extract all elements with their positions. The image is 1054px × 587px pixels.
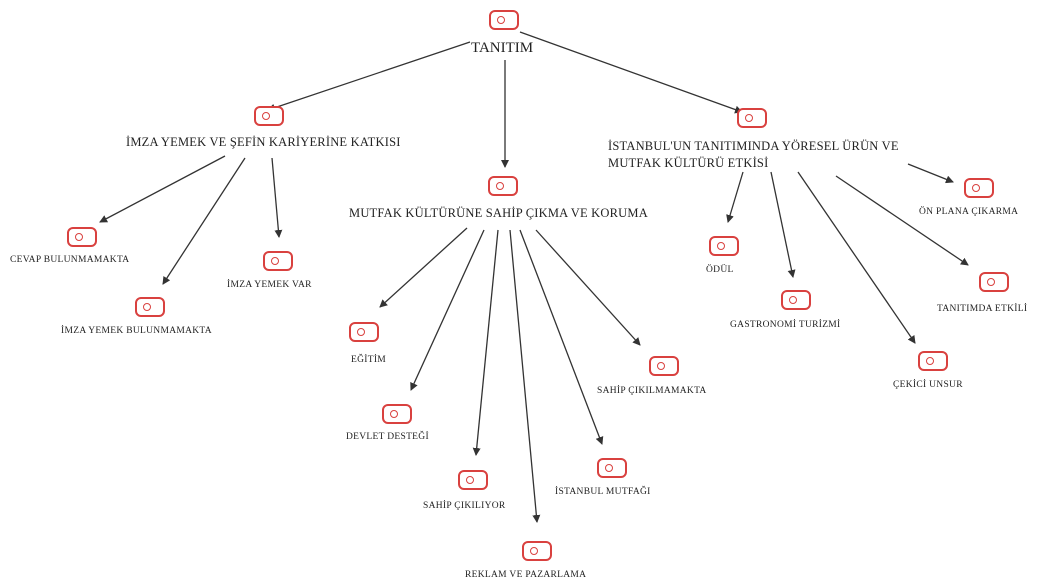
topic-icon <box>135 297 165 317</box>
node-imza-var-label: İMZA YEMEK VAR <box>227 280 312 290</box>
node-istanbul-mutfagi-label: İSTANBUL MUTFAĞI <box>555 487 651 497</box>
node-odul-label: ÖDÜL <box>706 265 734 275</box>
node-devlet-label: DEVLET DESTEĞİ <box>346 432 429 442</box>
topic-icon <box>488 176 518 196</box>
node-reklam-label: REKLAM VE PAZARLAMA <box>465 570 587 580</box>
edge-istanbul-odul <box>726 171 744 223</box>
edge-root-imza <box>267 41 471 112</box>
edge-mutfak-sahip-cikiliyor <box>472 229 499 456</box>
edge-istanbul-gastronomi <box>770 171 796 278</box>
topic-icon <box>458 470 488 490</box>
node-imza-label: İMZA YEMEK VE ŞEFİN KARİYERİNE KATKISI <box>126 135 401 149</box>
topic-icon <box>964 178 994 198</box>
edge-root-istanbul <box>519 31 743 114</box>
node-root-label: TANITIM <box>471 40 534 56</box>
edge-istanbul-tanitimda <box>835 175 969 266</box>
topic-icon <box>489 10 519 30</box>
topic-icon <box>918 351 948 371</box>
edge-mutfak-egitim <box>379 227 468 308</box>
node-cevap-label: CEVAP BULUNMAMAKTA <box>10 255 130 265</box>
node-sahip-cikiliyor-label: SAHİP ÇIKILIYOR <box>423 501 506 511</box>
topic-icon <box>349 322 379 342</box>
node-istanbul-label: İSTANBUL'UN TANITIMINDA YÖRESEL ÜRÜN VE … <box>608 139 899 170</box>
edge-istanbul-on-plana <box>907 163 954 184</box>
node-gastronomi-label: GASTRONOMİ TURİZMİ <box>730 320 841 330</box>
node-tanitimda-label: TANITIMDA ETKİLİ <box>937 304 1028 314</box>
edge-imza-cevap <box>99 155 226 223</box>
topic-icon <box>979 272 1009 292</box>
topic-icon <box>254 106 284 126</box>
topic-icon <box>737 108 767 128</box>
edge-mutfak-istanbul-mutfagi <box>519 229 604 445</box>
edge-mutfak-devlet <box>410 229 485 391</box>
edge-mutfak-reklam <box>509 229 541 523</box>
edge-imza-var <box>271 157 283 238</box>
topic-icon <box>382 404 412 424</box>
topic-icon <box>781 290 811 310</box>
edge-mutfak-sahip-cikilmamakta <box>535 229 641 346</box>
node-sahip-cikilmamakta-label: SAHİP ÇIKILMAMAKTA <box>597 386 707 396</box>
node-imza-yok-label: İMZA YEMEK BULUNMAMAKTA <box>61 326 212 336</box>
node-on-plana-label: ÖN PLANA ÇIKARMA <box>919 207 1019 217</box>
topic-icon <box>522 541 552 561</box>
topic-icon <box>649 356 679 376</box>
node-mutfak-label: MUTFAK KÜLTÜRÜNE SAHİP ÇIKMA VE KORUMA <box>349 206 648 220</box>
topic-icon <box>597 458 627 478</box>
topic-icon <box>67 227 97 247</box>
topic-icon <box>263 251 293 271</box>
edge-istanbul-cekici <box>797 171 916 344</box>
node-egitim-label: EĞİTİM <box>351 355 387 365</box>
node-cekici-label: ÇEKİCİ UNSUR <box>893 380 963 390</box>
topic-icon <box>709 236 739 256</box>
edge-imza-yok <box>162 157 246 285</box>
